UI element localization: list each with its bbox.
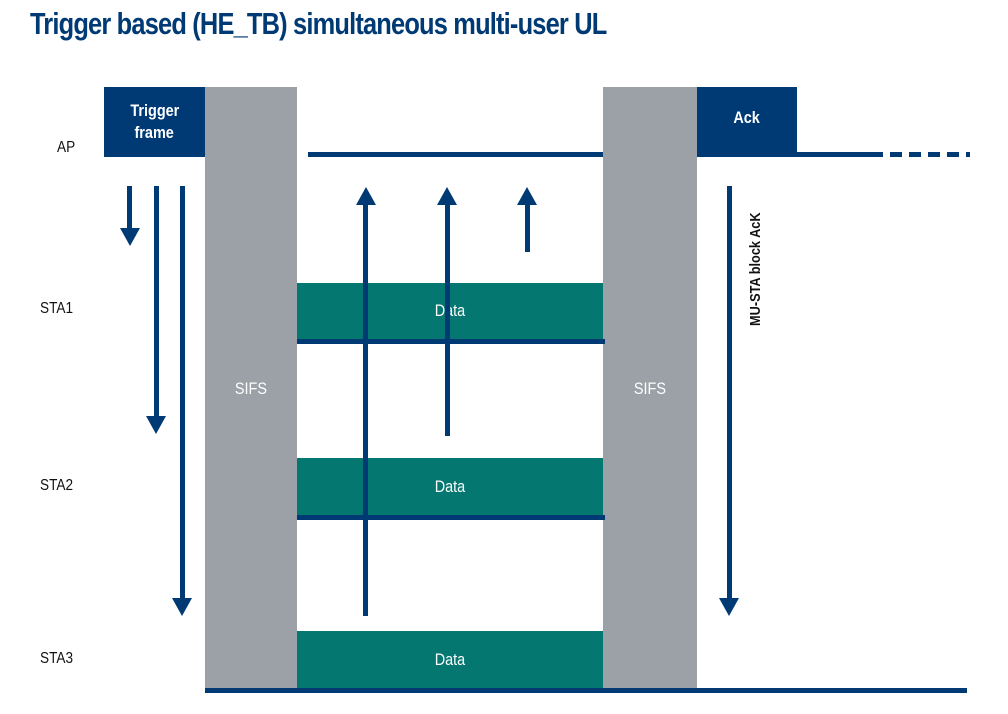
uplink-arrow-sta2-shaft (445, 204, 450, 436)
trigger-arrow-sta2-shaft (154, 186, 159, 416)
data-frame-sta1: Data (297, 283, 603, 339)
sta2-timeline (297, 515, 605, 520)
trigger-arrow-sta1-head (120, 228, 140, 246)
sifs-label-1: SIFS (234, 378, 268, 398)
sifs-gap-1: SIFS (205, 87, 297, 690)
row-label-ap: AP (57, 139, 76, 156)
uplink-arrow-sta3-shaft (363, 204, 368, 616)
sifs-label-2: SIFS (633, 378, 667, 398)
data-label-sta2: Data (434, 476, 466, 496)
uplink-arrow-sta1-head (517, 187, 537, 205)
uplink-arrow-sta3-head (356, 187, 376, 205)
uplink-arrow-sta1-shaft (525, 204, 530, 252)
ap-timeline-segment-2 (797, 152, 883, 157)
ap-timeline-segment-1 (308, 152, 603, 157)
block-ack-label: MU-STA block AcK (747, 212, 764, 326)
ack-box: Ack (697, 87, 797, 157)
data-frame-sta2: Data (297, 458, 603, 515)
block-ack-arrow-head (719, 598, 739, 616)
diagram-title: Trigger based (HE_TB) simultaneous multi… (30, 6, 607, 41)
data-frame-sta3: Data (297, 631, 603, 688)
trigger-arrow-sta3-shaft (180, 186, 185, 598)
row-label-sta1: STA1 (40, 300, 74, 317)
row-label-sta2: STA2 (40, 477, 74, 494)
trigger-arrow-sta1-shaft (127, 186, 132, 228)
data-label-sta3: Data (434, 649, 466, 669)
sta3-timeline (205, 688, 967, 693)
sta1-timeline (297, 339, 605, 344)
trigger-frame-label-line2: frame (134, 123, 175, 142)
row-label-sta3: STA3 (40, 650, 74, 667)
trigger-frame-label-line1: Trigger (130, 101, 179, 120)
ack-label: Ack (733, 108, 761, 127)
uplink-arrow-sta2-head (437, 187, 457, 205)
ap-timeline-dashed (890, 152, 970, 157)
trigger-arrow-sta3-head (172, 598, 192, 616)
trigger-arrow-sta2-head (146, 416, 166, 434)
trigger-frame-box: Trigger frame (104, 87, 205, 157)
block-ack-arrow-shaft (727, 186, 732, 598)
sifs-gap-2: SIFS (603, 87, 697, 690)
